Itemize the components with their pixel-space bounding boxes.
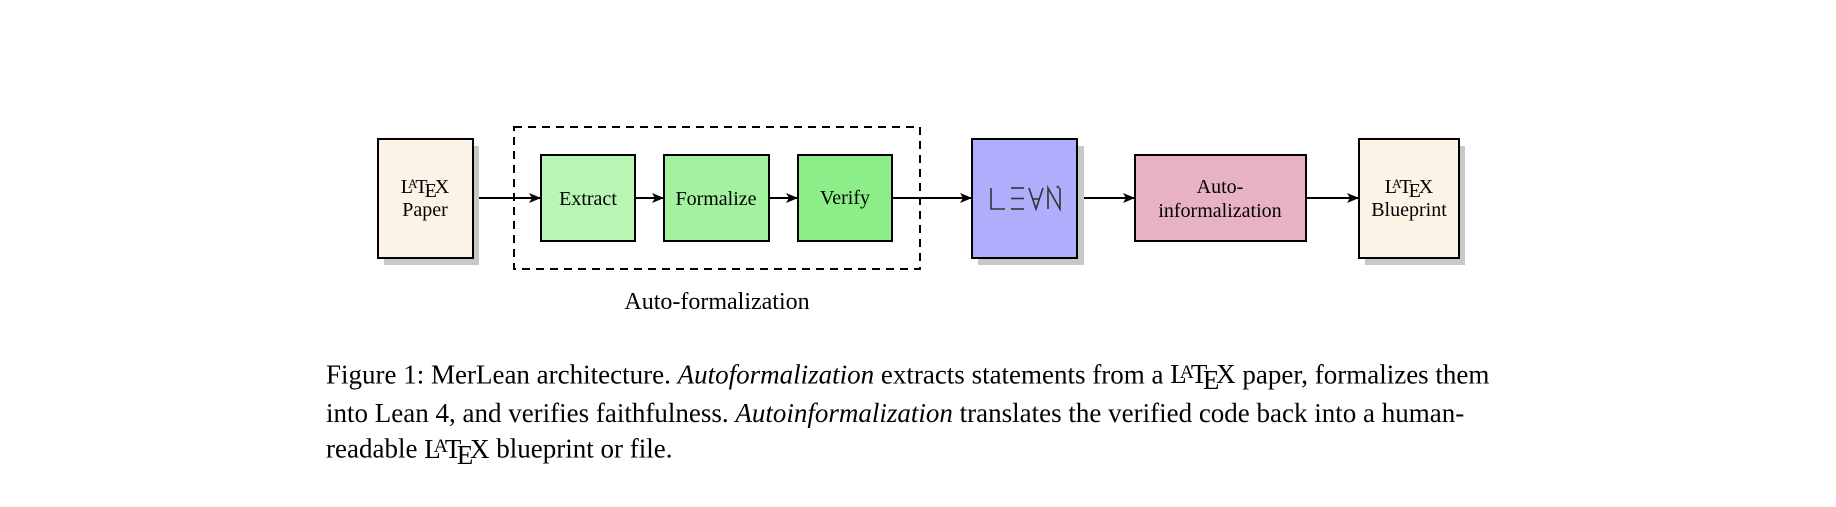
caption-text: translates the verified code back into a… bbox=[326, 398, 1465, 464]
caption-text: blueprint or file. bbox=[489, 433, 673, 464]
extract-label: Extract bbox=[559, 188, 617, 210]
latex-logo: LATEX bbox=[424, 433, 490, 470]
latex-blueprint-box bbox=[1358, 138, 1460, 259]
latex-logo: LATEX bbox=[401, 176, 450, 202]
latex-paper-label: Paper bbox=[402, 199, 448, 221]
extract-box bbox=[540, 154, 636, 242]
latex-blueprint-label: Blueprint bbox=[1371, 199, 1447, 221]
caption-prefix: Figure 1: MerLean architecture. bbox=[326, 359, 678, 390]
formalize-box bbox=[663, 154, 770, 242]
verify-label: Verify bbox=[820, 187, 870, 209]
formalize-label: Formalize bbox=[675, 188, 756, 210]
caption-term-autoinformalization: Autoinformalization bbox=[735, 398, 953, 429]
node-extract: Extract bbox=[540, 154, 636, 242]
figure-caption: Figure 1: MerLean architecture. Autoform… bbox=[326, 356, 1526, 472]
lean-box bbox=[971, 138, 1078, 259]
latex-paper-box bbox=[377, 138, 474, 259]
node-lean bbox=[971, 138, 1084, 265]
autoinformalization-label-line1: Auto- bbox=[1197, 176, 1244, 198]
caption-term-autoformalization: Autoformalization bbox=[677, 359, 875, 390]
latex-logo: LATEX bbox=[1170, 359, 1236, 396]
group-label: Auto-formalization bbox=[624, 289, 809, 315]
lean-logo-icon bbox=[990, 184, 1061, 213]
node-autoinformalization: Auto- informalization bbox=[1134, 154, 1307, 242]
node-latex-paper: LATEX Paper bbox=[377, 138, 479, 265]
node-formalize: Formalize bbox=[663, 154, 770, 242]
autoinformalization-box bbox=[1134, 154, 1307, 242]
caption-text: extracts statements from a bbox=[874, 359, 1171, 390]
node-verify: Verify bbox=[797, 154, 893, 242]
architecture-diagram: Auto-formalization LATEX Paper Extract F… bbox=[377, 126, 1465, 315]
verify-box bbox=[797, 154, 893, 242]
node-latex-blueprint: LATEX Blueprint bbox=[1358, 138, 1465, 265]
latex-logo: LATEX bbox=[1385, 176, 1434, 202]
autoinformalization-label-line2: informalization bbox=[1158, 200, 1281, 222]
caption-text: paper, formalizes them into Lean 4, and … bbox=[326, 359, 1490, 429]
